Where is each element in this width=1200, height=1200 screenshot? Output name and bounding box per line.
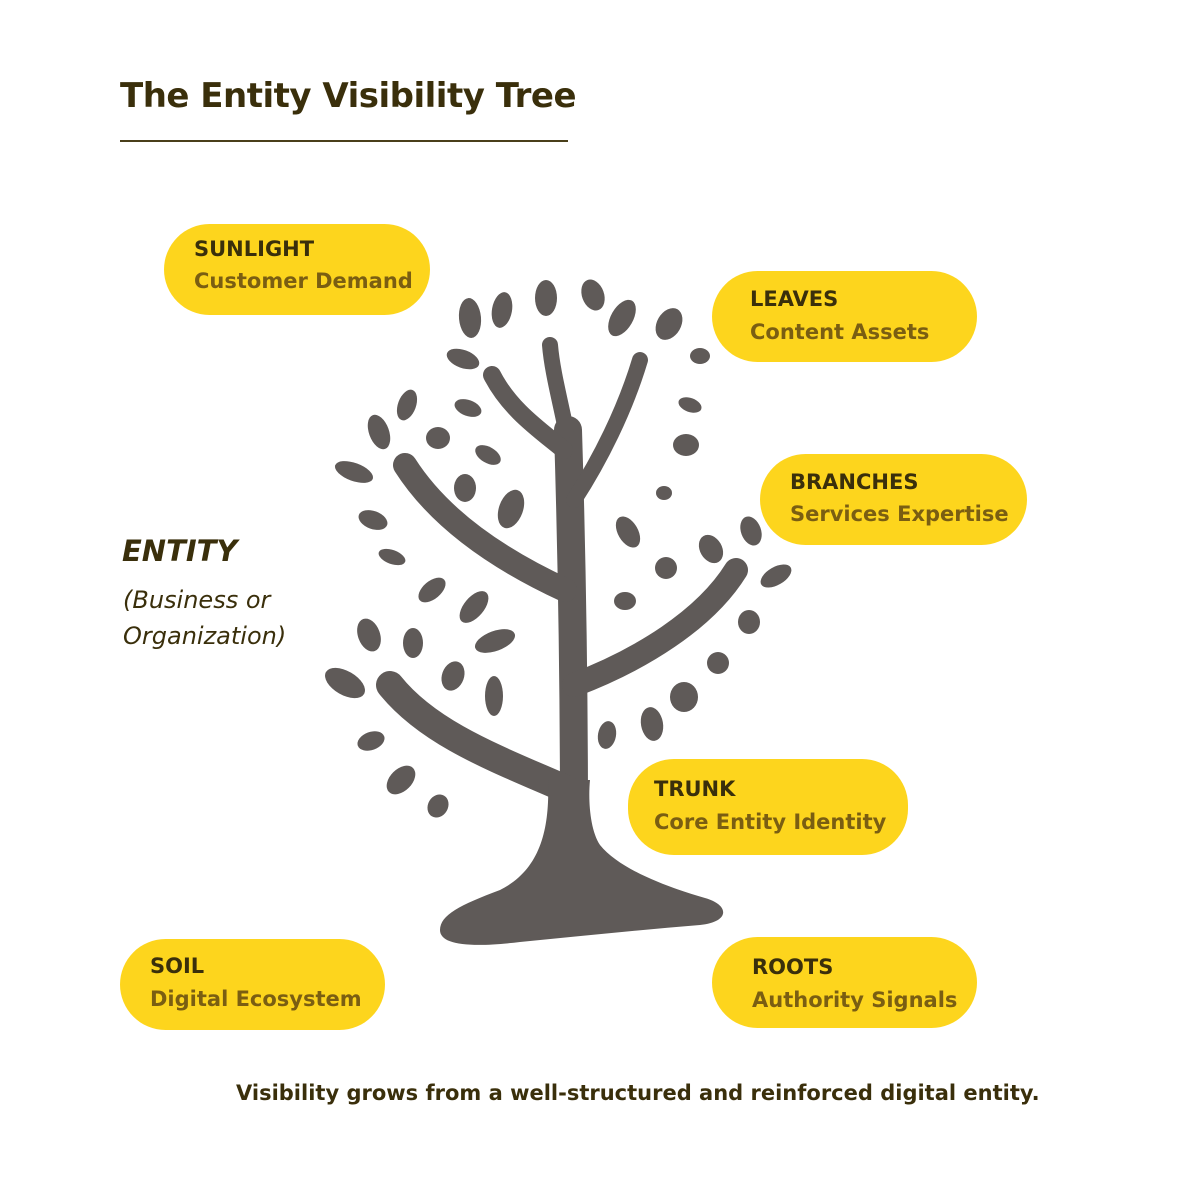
leaves-title: LEAVES [750,287,839,311]
trunk-subtitle: Core Entity Identity [654,810,887,834]
sunlight-subtitle: Customer Demand [194,269,413,293]
entity-sublabel: (Business or Organization) [123,586,287,650]
leaves-pill: LEAVES Content Assets [712,271,977,362]
leaves-subtitle: Content Assets [750,320,930,344]
sunlight-title: SUNLIGHT [194,237,315,261]
leaf-cluster [325,279,792,818]
roots-title: ROOTS [752,955,834,979]
soil-subtitle: Digital Ecosystem [150,987,362,1011]
sunlight-pill: SUNLIGHT Customer Demand [164,224,430,315]
roots-subtitle: Authority Signals [752,988,958,1012]
branches-subtitle: Services Expertise [790,502,1009,526]
branches-pill: BRANCHES Services Expertise [760,454,1027,545]
branches-title: BRANCHES [790,470,919,494]
soil-title: SOIL [150,954,205,978]
entity-label: ENTITY [122,534,238,568]
page-title: The Entity Visibility Tree [120,76,577,116]
trunk-pill: TRUNK Core Entity Identity [628,759,908,855]
roots-pill: ROOTS Authority Signals [712,937,977,1028]
footer-caption: Visibility grows from a well-structured … [236,1081,1040,1105]
title-underline [120,140,568,142]
trunk-base [440,780,724,945]
trunk-title: TRUNK [654,777,736,801]
soil-pill: SOIL Digital Ecosystem [120,939,385,1030]
